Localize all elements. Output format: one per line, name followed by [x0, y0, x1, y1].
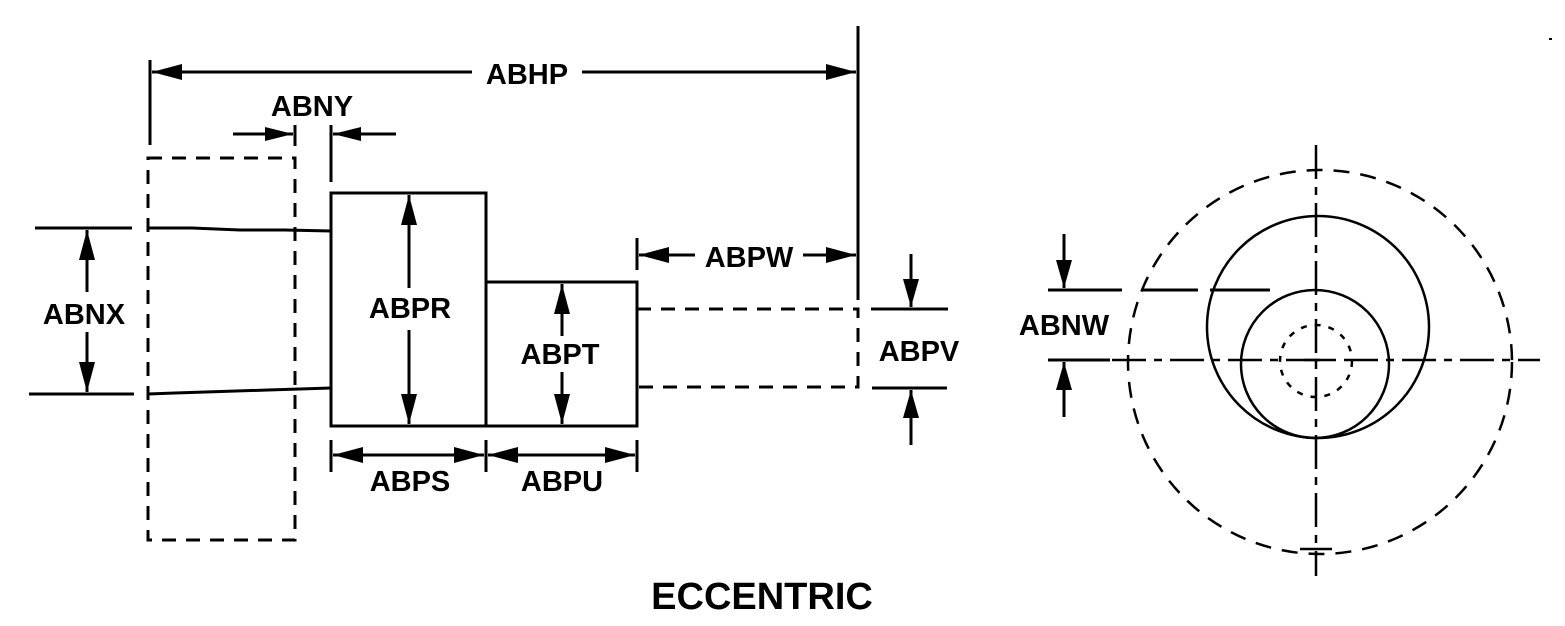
- diagram-title: ECCENTRIC: [651, 576, 873, 618]
- abpt-arrow-up-icon: [554, 284, 570, 314]
- abps-arrow-left-icon: [333, 447, 363, 463]
- abpv-arrow-down-icon: [903, 279, 919, 307]
- abny-label: ABNY: [271, 91, 353, 123]
- dim-abpu: ABPU: [488, 440, 639, 498]
- abnx-arrow-up-icon: [79, 230, 95, 260]
- abhp-arrow-left-icon: [152, 64, 182, 80]
- hub-block: [484, 280, 639, 428]
- shaft-circle: [1239, 288, 1391, 440]
- abny-arrow-left-icon: [265, 127, 293, 141]
- abnx-label: ABNX: [43, 299, 126, 331]
- abnw-arrow-up-icon: [1056, 362, 1072, 390]
- abpr-label: ABPR: [369, 293, 451, 325]
- abps-arrow-right-icon: [454, 447, 484, 463]
- dim-abpr: ABPR: [369, 195, 451, 424]
- abnx-arrow-down-icon: [79, 362, 95, 392]
- dim-abnx: ABNX: [29, 226, 134, 396]
- abpw-arrow-left-icon: [639, 247, 669, 263]
- abpr-arrow-up-icon: [401, 195, 417, 225]
- cam-circle: [1205, 214, 1431, 440]
- bore-circle: [1278, 323, 1354, 399]
- dim-abpv: ABPV: [871, 254, 960, 445]
- shaft-bottom-line: [147, 386, 332, 396]
- abhp-label: ABHP: [486, 59, 568, 91]
- abpt-label: ABPT: [521, 339, 600, 371]
- abpu-label: ABPU: [521, 466, 603, 498]
- abpw-label: ABPW: [705, 242, 794, 274]
- dim-abps: ABPS: [329, 440, 488, 498]
- speck-mark: [1549, 38, 1552, 40]
- shaft-top-line: [148, 226, 332, 233]
- abpu-arrow-left-icon: [488, 447, 518, 463]
- side-view: ABHP ABNY ABNX ABPR: [29, 26, 960, 542]
- abpu-arrow-right-icon: [605, 447, 635, 463]
- dim-abpt: ABPT: [521, 284, 600, 424]
- abnw-label: ABNW: [1019, 310, 1110, 342]
- abhp-arrow-right-icon: [826, 64, 856, 80]
- abpt-arrow-down-icon: [554, 394, 570, 424]
- abpw-arrow-right-icon: [826, 247, 856, 263]
- abpr-arrow-down-icon: [401, 394, 417, 424]
- outer-phantom-circle: [1126, 168, 1514, 556]
- abnw-arrow-down-icon: [1056, 260, 1072, 288]
- abpv-label: ABPV: [879, 336, 960, 368]
- dim-abhp: ABHP: [148, 26, 860, 300]
- abps-label: ABPS: [370, 466, 451, 498]
- dim-abny: ABNY: [233, 91, 396, 182]
- dim-abnw: ABNW: [1019, 234, 1270, 417]
- end-view: ABNW: [1019, 145, 1540, 576]
- abny-arrow-right-icon: [333, 127, 361, 141]
- abpv-arrow-up-icon: [903, 390, 919, 418]
- bore-extension-outline: [637, 307, 860, 389]
- phantom-hub-outline: [146, 156, 297, 542]
- dim-abpw: ABPW: [635, 238, 856, 274]
